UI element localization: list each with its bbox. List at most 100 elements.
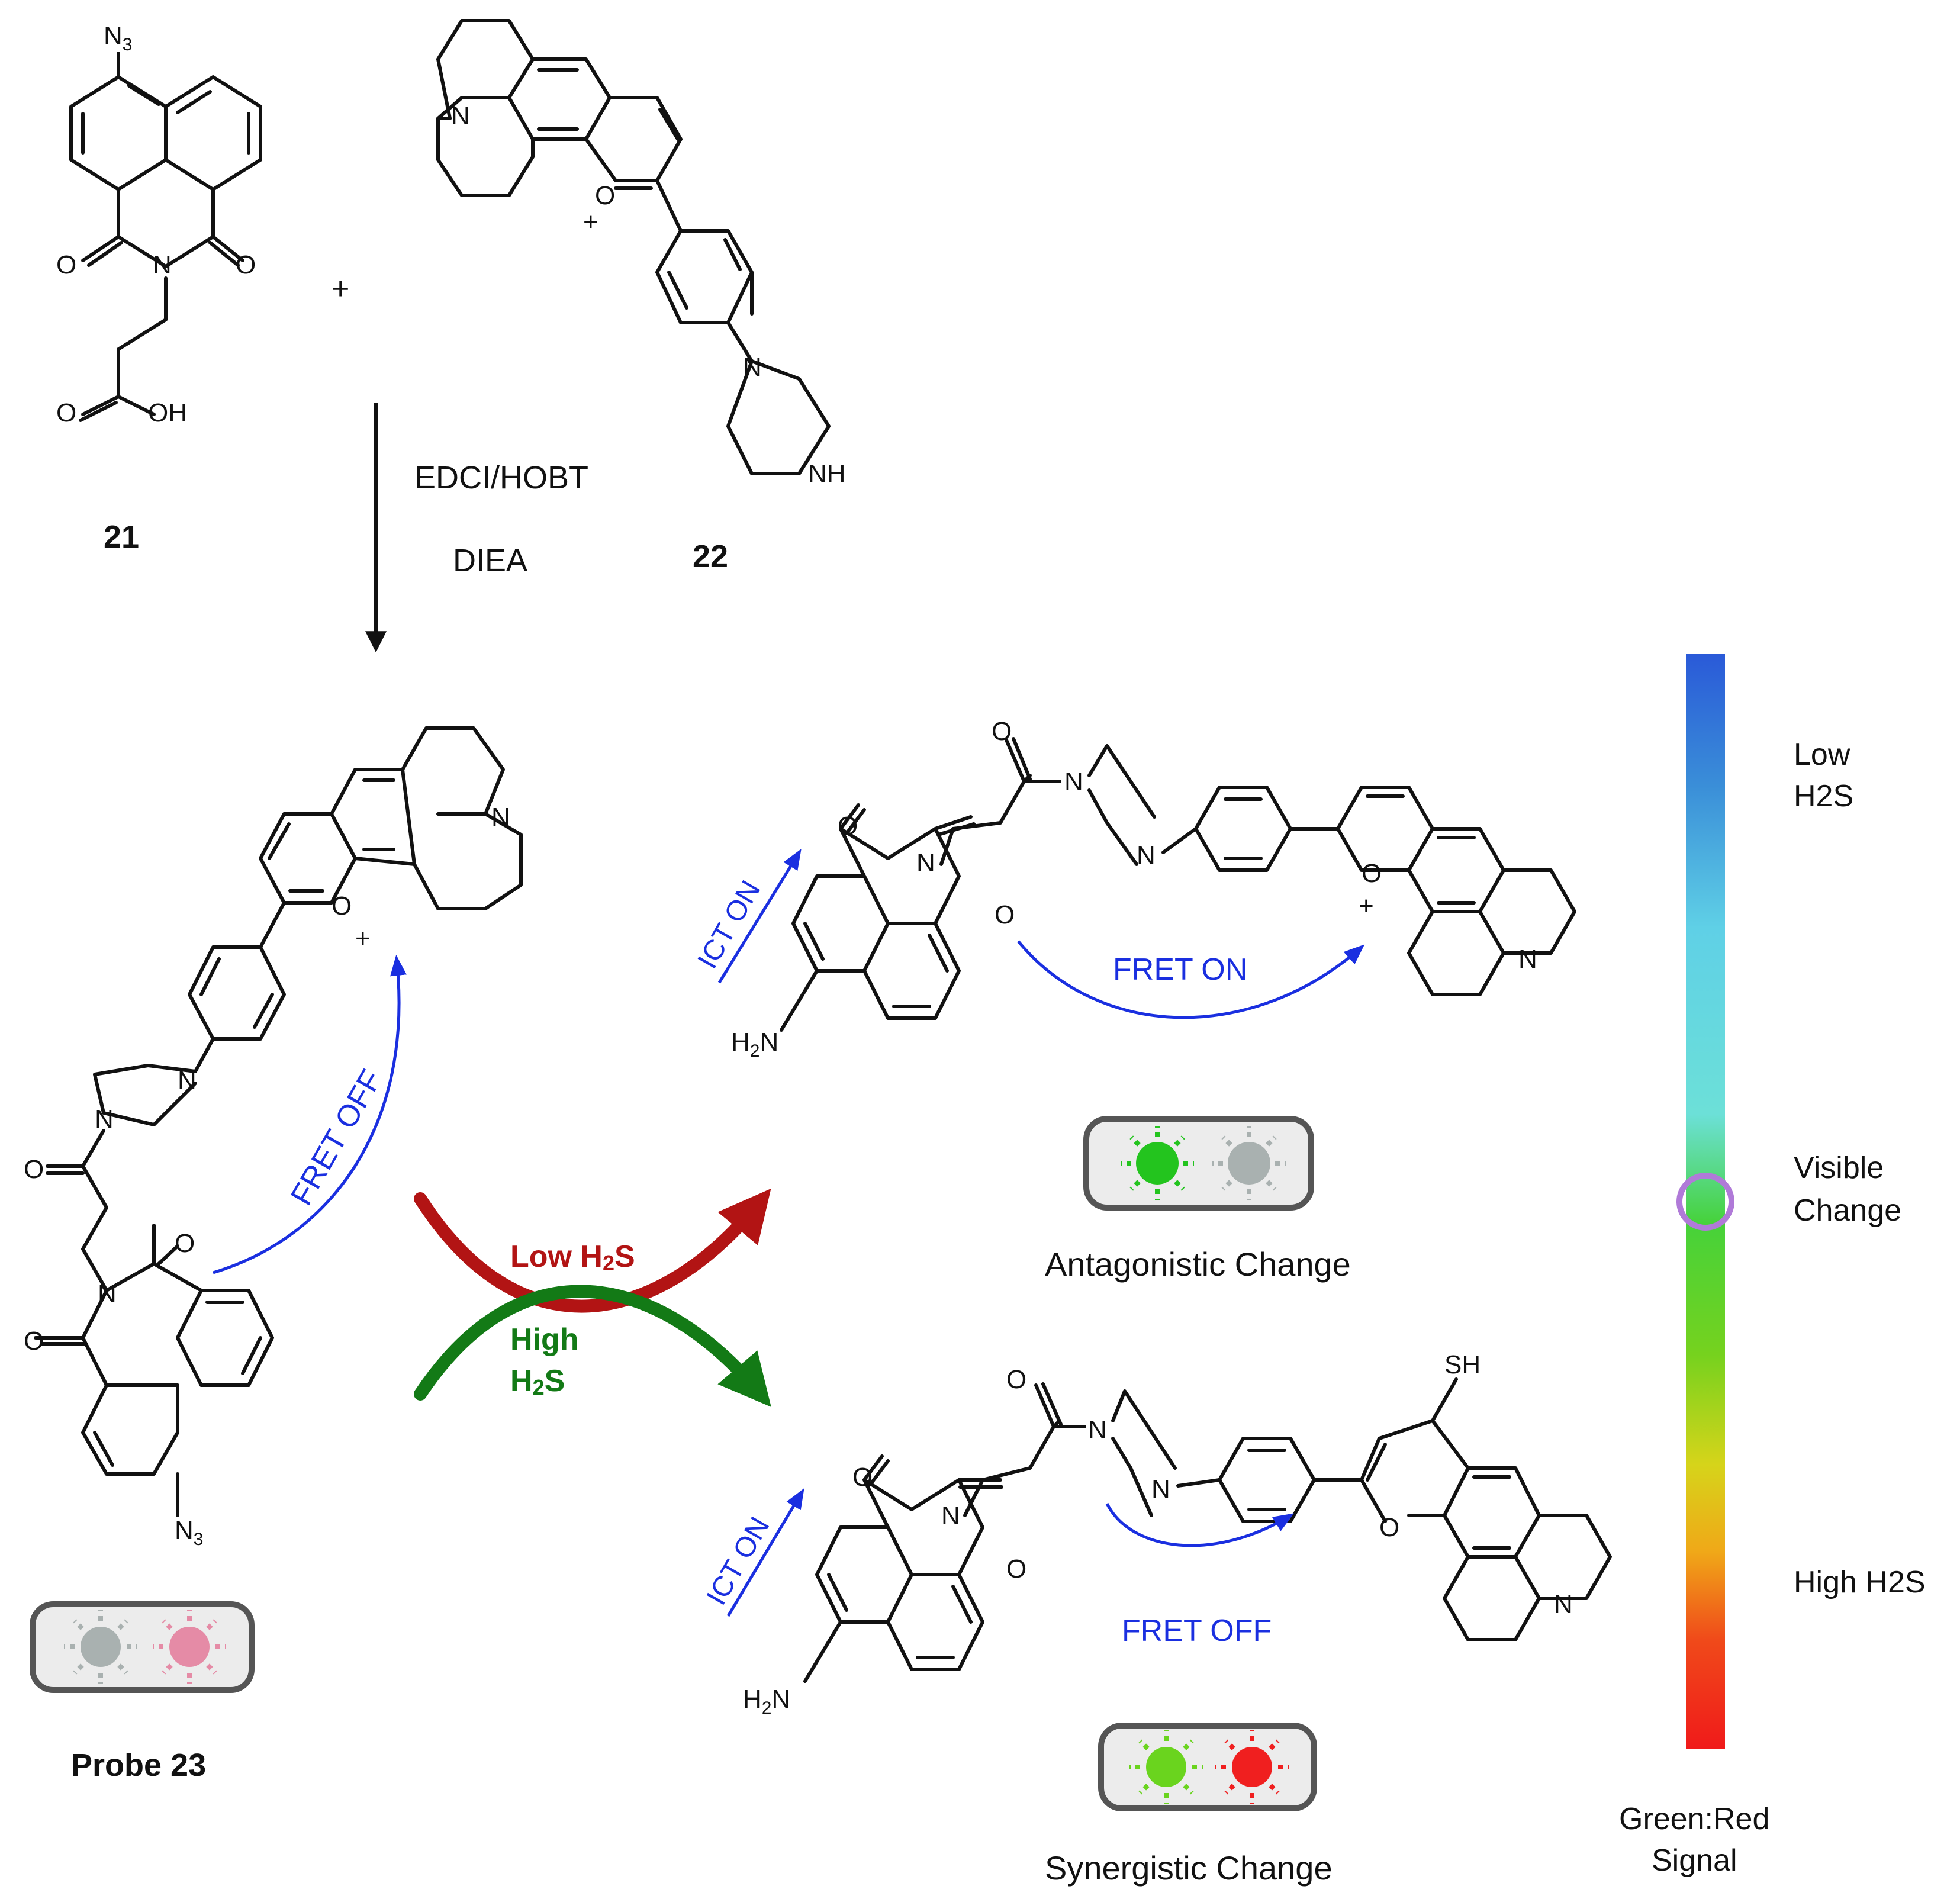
light-ray — [206, 1619, 217, 1630]
light-ray — [206, 1663, 217, 1675]
azide-label: N3 — [104, 21, 132, 54]
fret-off-arrow — [213, 955, 407, 1274]
svg-text:N: N — [153, 250, 172, 279]
light-ray — [73, 1663, 84, 1675]
svg-text:O: O — [56, 398, 76, 427]
svg-text:O: O — [995, 900, 1015, 929]
svg-text:N: N — [98, 1279, 117, 1308]
plus-sign: + — [332, 272, 349, 306]
grey-light-icon — [1212, 1126, 1286, 1200]
svg-text:N: N — [1151, 1475, 1170, 1504]
light-ray — [1183, 1739, 1194, 1750]
svg-text:N: N — [941, 1501, 960, 1530]
light-ray — [117, 1663, 128, 1675]
light-ray — [1269, 1739, 1280, 1750]
high-h2s-label-line1: High — [510, 1322, 579, 1357]
top-fret-arrow — [1017, 940, 1365, 1019]
bottom-amine-label: H2N — [743, 1685, 790, 1718]
compound-22-label: 22 — [693, 539, 728, 574]
light-ray — [1221, 1180, 1232, 1191]
probe-light-box — [30, 1601, 255, 1693]
product-bottom-structure: O O N H2N O N N O SH N — [743, 1350, 1612, 1718]
svg-text:O: O — [24, 1155, 44, 1184]
green-light-icon — [1121, 1126, 1194, 1200]
light-ray — [1138, 1739, 1150, 1750]
signal-bar — [1676, 654, 1734, 1749]
light-ray — [162, 1619, 173, 1630]
probe-fret-label: FRET OFF — [284, 1064, 389, 1211]
conditions-line1: EDCI/HOBT — [414, 460, 588, 495]
light-ray — [1129, 1135, 1141, 1147]
svg-text:O: O — [175, 1229, 195, 1258]
svg-text:N: N — [95, 1105, 114, 1134]
product-top-structure: O O N H2N O N N O + N — [731, 717, 1576, 1061]
light-ray — [1269, 1784, 1280, 1795]
svg-text:O: O — [56, 250, 76, 279]
top-fret-label: FRET ON — [1113, 952, 1247, 987]
light-ray — [1224, 1784, 1235, 1795]
compound-21-label: 21 — [104, 519, 139, 555]
svg-text:O: O — [595, 181, 615, 210]
svg-text:N: N — [1088, 1415, 1107, 1444]
svg-text:O: O — [1006, 1554, 1026, 1583]
visible-label-line2: Change — [1794, 1193, 1901, 1228]
low-label-line1: Low — [1794, 738, 1850, 772]
bottom-ict-arrow — [726, 1488, 804, 1617]
low-label-line2: H2S — [1794, 779, 1853, 813]
high-label: High H2S — [1794, 1565, 1926, 1599]
light-ray — [1221, 1135, 1232, 1147]
light-ray — [1174, 1180, 1185, 1191]
svg-text:+: + — [355, 924, 371, 953]
svg-text:N: N — [1137, 841, 1156, 870]
light-ray — [73, 1619, 84, 1630]
svg-text:O: O — [992, 717, 1012, 746]
bar-caption-line1: Green:Red — [1619, 1802, 1769, 1836]
light-ray — [1129, 1180, 1141, 1191]
svg-text:N: N — [1064, 767, 1083, 796]
svg-text:N: N — [1518, 945, 1537, 974]
svg-text:O: O — [852, 1463, 873, 1492]
visible-label-line1: Visible — [1794, 1151, 1884, 1185]
light-ray — [1174, 1135, 1185, 1147]
bottom-fret-label: FRET OFF — [1122, 1614, 1272, 1648]
light-ray — [1266, 1180, 1277, 1191]
svg-text:N: N — [178, 1066, 197, 1095]
svg-text:+: + — [1359, 891, 1374, 920]
bottom-fret-arrow — [1105, 1502, 1294, 1547]
svg-text:+: + — [583, 208, 598, 237]
svg-text:O: O — [838, 812, 858, 841]
compound-21-structure: N3 O N O O OH — [56, 21, 262, 427]
svg-text:N: N — [1554, 1590, 1573, 1619]
top-light-box — [1083, 1116, 1314, 1211]
svg-text:O: O — [332, 891, 352, 920]
bar-caption-line2: Signal — [1652, 1843, 1737, 1878]
bottom-ict-label: ICT ON — [701, 1512, 776, 1611]
svg-text:N: N — [916, 848, 935, 877]
light-ray — [1224, 1739, 1235, 1750]
light-ray — [1183, 1784, 1194, 1795]
probe-azide: N3 — [175, 1516, 203, 1549]
bottom-caption: Synergistic Change — [1045, 1849, 1333, 1887]
light-ray — [1266, 1135, 1277, 1147]
svg-text:O: O — [24, 1327, 44, 1356]
light-ray — [117, 1619, 128, 1630]
top-amine-label: H2N — [731, 1028, 778, 1061]
pink-light-icon — [153, 1610, 226, 1684]
grey-light-icon — [64, 1610, 137, 1684]
low-h2s-label: Low H2S — [510, 1240, 635, 1275]
high-h2s-label-line2: H2S — [510, 1364, 565, 1399]
visible-change-marker — [1676, 1173, 1734, 1231]
svg-text:O: O — [236, 250, 256, 279]
high-h2s-arrow — [414, 1285, 771, 1407]
green-light-icon — [1129, 1730, 1203, 1804]
svg-text:OH: OH — [148, 398, 187, 427]
conditions-line2: DIEA — [453, 543, 527, 578]
svg-text:N: N — [491, 803, 510, 832]
svg-text:O: O — [1379, 1513, 1399, 1542]
thiol-label: SH — [1444, 1350, 1481, 1379]
light-ray — [1138, 1784, 1150, 1795]
bottom-light-box — [1098, 1723, 1317, 1811]
probe-label: Probe 23 — [71, 1747, 206, 1783]
svg-text:N: N — [451, 101, 470, 130]
top-caption: Antagonistic Change — [1045, 1245, 1351, 1283]
